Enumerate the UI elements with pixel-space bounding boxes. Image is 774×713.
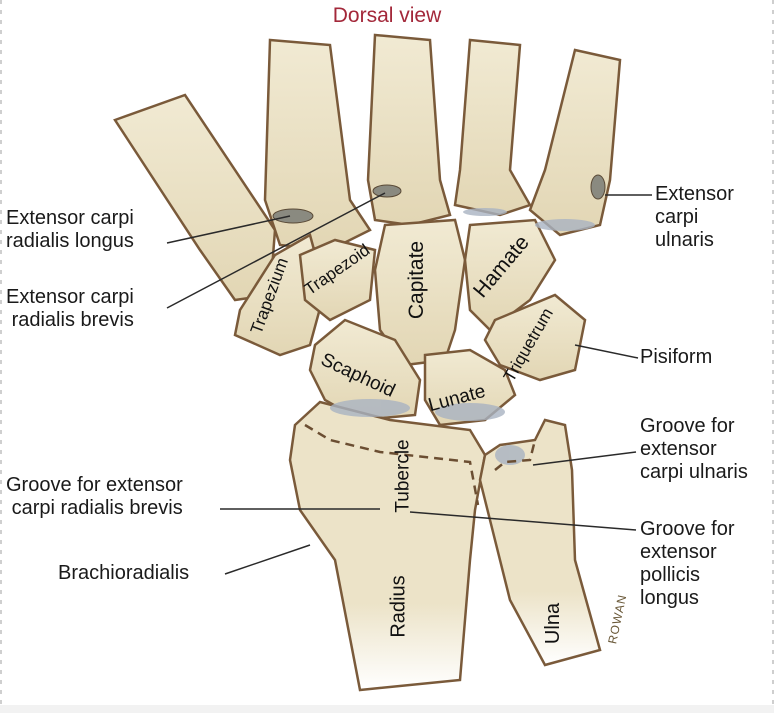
metacarpal-4: [453, 38, 532, 217]
bone-label-ulna: Ulna: [542, 602, 565, 645]
label-line: radialis longus: [6, 230, 134, 252]
label-groove-ecrb: Groove for extensor carpi radialis brevi…: [6, 474, 183, 520]
label-line: carpi ulnaris: [640, 461, 748, 483]
scaphoid-bone: [308, 318, 422, 422]
label-line: Extensor carpi: [6, 207, 134, 229]
label-line: Extensor: [655, 183, 734, 205]
cartilage-scaphoid: [330, 399, 410, 417]
label-pisiform: Pisiform: [640, 346, 712, 369]
label-line: longus: [640, 587, 699, 609]
metacarpal-3: [366, 33, 452, 227]
label-extensor-carpi-radialis-longus: Extensor carpi radialis longus: [6, 207, 134, 253]
label-groove-ecu: Groove for extensor carpi ulnaris: [640, 415, 748, 484]
label-groove-epl: Groove for extensor pollicis longus: [640, 518, 734, 610]
bone-label-capitate: Capitate: [405, 240, 429, 320]
left-border: [0, 0, 2, 705]
radius-dashed-margin: [304, 423, 480, 506]
label-line: Pisiform: [640, 346, 713, 368]
leader-groove-epl: [409, 511, 637, 531]
leader-brachioradialis: [224, 544, 311, 575]
label-line: Groove for extensor: [6, 474, 183, 496]
label-line: extensor: [640, 438, 717, 460]
leader-groove-ecu: [532, 451, 637, 466]
metacarpal-2: [263, 38, 372, 252]
ulna-dashed-margin: [494, 439, 537, 471]
label-line: ulnaris: [655, 229, 714, 251]
right-border: [772, 0, 774, 705]
label-line: carpi radialis brevis: [11, 497, 183, 519]
metacarpal-1: [113, 93, 277, 302]
label-line: Groove for: [640, 518, 735, 540]
label-line: Extensor carpi: [6, 286, 134, 308]
label-line: radialis brevis: [11, 309, 134, 331]
trapezoid-bone: [298, 238, 377, 322]
radius-bone: [288, 400, 487, 692]
metacarpal-5: [528, 48, 622, 237]
bone-label-tubercle: Tubercle: [392, 439, 414, 513]
leader-ecrl: [166, 215, 291, 244]
cartilage-mc4: [463, 208, 507, 216]
label-extensor-carpi-radialis-brevis: Extensor carpi radialis brevis: [6, 286, 134, 332]
ecrb-insertion: [372, 184, 402, 198]
ulna-bone: [478, 418, 602, 667]
ecu-insertion: [590, 174, 606, 200]
label-brachioradialis: Brachioradialis: [58, 562, 189, 585]
label-line: extensor: [640, 541, 717, 563]
ecrl-insertion: [272, 208, 314, 224]
leader-ecrb: [166, 192, 386, 309]
label-line: Groove for: [640, 415, 735, 437]
label-line: Brachioradialis: [58, 562, 190, 584]
cartilage-ulna: [495, 445, 525, 465]
cartilage-lunate: [435, 403, 505, 421]
label-extensor-carpi-ulnaris: Extensor carpi ulnaris: [655, 183, 734, 252]
view-title: Dorsal view: [332, 4, 442, 27]
triquetrum-bone: [483, 293, 587, 382]
label-line: pollicis: [640, 564, 701, 586]
bone-label-radius: Radius: [387, 575, 410, 638]
label-line: carpi: [655, 206, 699, 228]
cartilage-mc5: [535, 219, 595, 231]
leader-pisiform: [574, 344, 639, 359]
bottom-border: [0, 705, 774, 713]
